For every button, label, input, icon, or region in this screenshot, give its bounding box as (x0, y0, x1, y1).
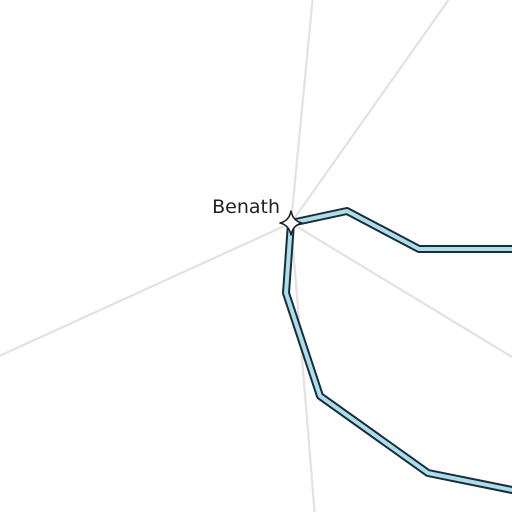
place-label: Benath (212, 196, 280, 218)
place-marker[interactable] (279, 210, 303, 236)
four-point-star-icon (279, 210, 303, 236)
road-northeast (289, 0, 450, 225)
road-southwest (0, 221, 293, 357)
route[interactable] (282, 207, 512, 495)
road-north (289, 0, 314, 225)
road-southeast (289, 221, 512, 359)
road-south (289, 221, 316, 512)
route-fill (284, 209, 512, 493)
route-casing (282, 207, 512, 495)
